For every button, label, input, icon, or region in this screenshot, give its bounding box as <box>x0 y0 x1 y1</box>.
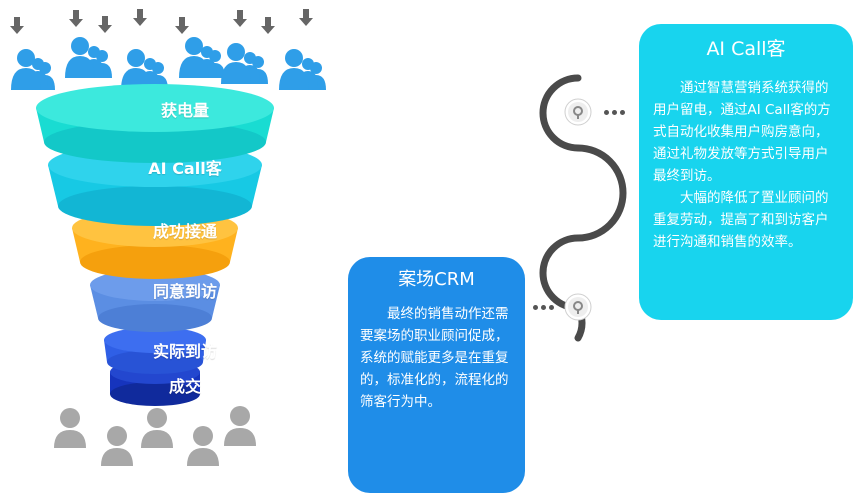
funnel-stage-5 <box>104 327 206 374</box>
connector-curve <box>539 74 627 342</box>
funnel <box>36 84 274 406</box>
user-group-icon <box>221 43 268 84</box>
connector-dots <box>533 305 554 310</box>
person-icon <box>141 408 173 448</box>
funnel-label-stage-1: 获电量 <box>160 101 209 120</box>
arrow-down-icon <box>299 9 313 26</box>
funnel-label-stage-3: 成功接通 <box>152 222 217 241</box>
ai-call-card-paragraph-2: 大幅的降低了置业顾问的重复劳动，提高了和到访客户进行沟通和销售的效率。 <box>653 190 829 250</box>
arrow-down-icon <box>175 17 189 34</box>
funnel-label-stage-4: 同意到访 <box>152 282 217 301</box>
arrow-down-icon <box>10 17 24 34</box>
funnel-label-stage-2: AI Call客 <box>148 159 222 178</box>
plug-icon <box>564 293 592 321</box>
funnel-stage-1 <box>36 84 274 163</box>
user-group-icon <box>121 49 168 90</box>
funnel-label-stage-5: 实际到访 <box>152 342 217 361</box>
person-icon <box>54 408 86 448</box>
crm-card-title: 案场CRM <box>398 269 475 290</box>
ai-call-card-paragraph-1: 通过智慧营销系统获得的用户留电，通过AI Call客的方式自动化收集用户购房意向… <box>653 80 831 184</box>
arrow-down-icon <box>261 17 275 34</box>
ai-call-card-title: AI Call客 <box>706 38 786 60</box>
user-group-icon <box>279 49 326 90</box>
arrow-icons <box>10 9 313 34</box>
person-icon <box>224 406 256 446</box>
arrow-down-icon <box>98 16 112 33</box>
arrow-down-icon <box>133 9 147 26</box>
arrow-down-icon <box>69 10 83 27</box>
user-group-icon <box>65 37 112 78</box>
user-group-icon <box>179 37 225 78</box>
arrow-down-icon <box>233 10 247 27</box>
person-icon <box>187 426 219 466</box>
crm-card-paragraph: 最终的销售动作还需要案场的职业顾问促成，系统的赋能更多是在重复的，标准化的，流程… <box>360 306 509 410</box>
ai-call-card: AI Call客 通过智慧营销系统获得的用户留电，通过AI Call客的方式自动… <box>639 24 853 320</box>
user-group-icon <box>11 49 55 90</box>
person-icon <box>101 426 133 466</box>
bulb-icon <box>564 98 592 126</box>
customer-icons <box>54 406 256 466</box>
crm-card: 案场CRM 最终的销售动作还需要案场的职业顾问促成，系统的赋能更多是在重复的，标… <box>348 257 525 493</box>
connector-dots <box>604 110 625 115</box>
user-group-icons <box>11 37 326 90</box>
funnel-label-stage-6: 成交 <box>168 377 201 396</box>
